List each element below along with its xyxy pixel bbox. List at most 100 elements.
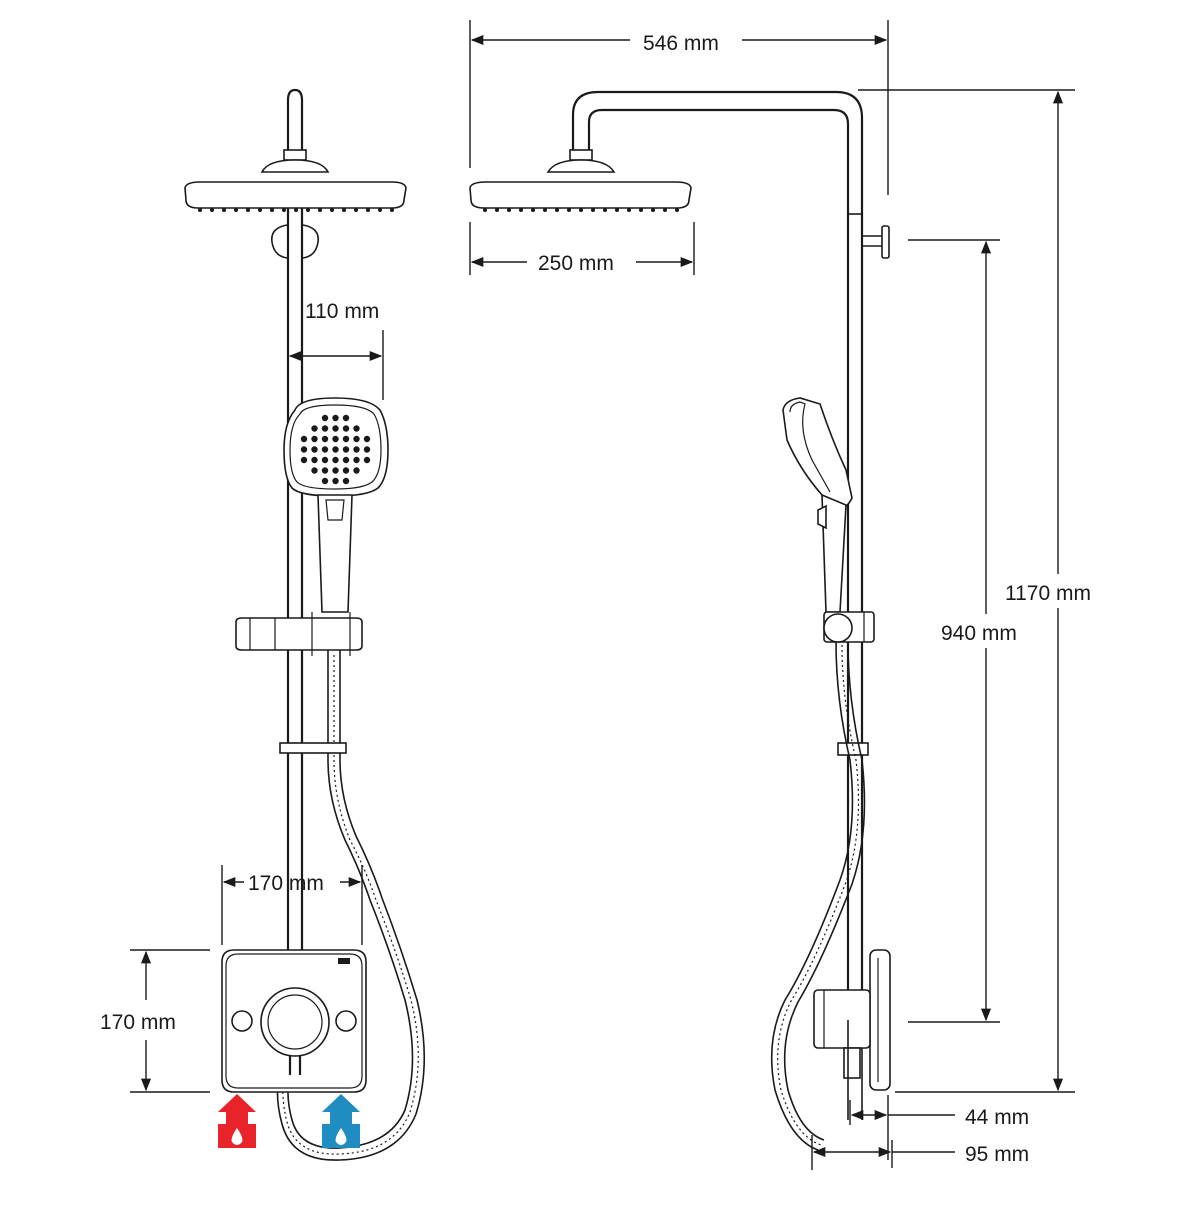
handset-nozzle bbox=[311, 456, 318, 464]
head-nozzle bbox=[495, 208, 499, 212]
handset-nozzle bbox=[342, 425, 350, 432]
head-nozzle bbox=[531, 208, 535, 212]
head-nozzle bbox=[483, 208, 487, 212]
handset-nozzle bbox=[311, 425, 318, 432]
head-nozzle bbox=[294, 208, 298, 212]
side-handset bbox=[782, 397, 853, 613]
handset-nozzle bbox=[300, 435, 308, 443]
head-nozzle bbox=[318, 208, 322, 212]
head-nozzle bbox=[342, 208, 346, 212]
head-nozzle bbox=[390, 208, 394, 212]
head-nozzle bbox=[591, 208, 595, 212]
handset-nozzle bbox=[321, 425, 329, 432]
mixer-width-label: 170 mm bbox=[248, 872, 324, 895]
head-diameter-label: 250 mm bbox=[538, 252, 614, 275]
handset-nozzle bbox=[353, 435, 360, 443]
side-slider-holder bbox=[823, 611, 875, 643]
front-view: 110 mm 170 mm 170 mm bbox=[100, 88, 426, 1161]
head-nozzle bbox=[222, 208, 226, 212]
rail-projection-label: 44 mm bbox=[965, 1106, 1029, 1129]
handset-nozzle bbox=[300, 446, 308, 453]
mixer-projection-dimension: 95 mm bbox=[811, 1135, 1029, 1170]
handset-nozzle bbox=[342, 435, 350, 443]
hot-inlet-icon bbox=[218, 1094, 256, 1148]
handset-nozzle bbox=[311, 446, 318, 453]
handset-nozzle bbox=[363, 446, 371, 453]
handset-nozzle bbox=[311, 467, 318, 474]
handset-nozzle bbox=[321, 456, 329, 464]
head-nozzle bbox=[651, 208, 655, 212]
handset-nozzle bbox=[342, 414, 350, 422]
rail-height-dimension: 940 mm bbox=[908, 239, 1030, 1023]
side-overhead-shower-head bbox=[469, 149, 692, 212]
handset-nozzle bbox=[342, 477, 350, 485]
outreach-dimension: 546 mm bbox=[469, 20, 889, 195]
overall-height-label: 1170 mm bbox=[1005, 582, 1091, 605]
head-nozzle bbox=[627, 208, 631, 212]
head-nozzle bbox=[198, 208, 202, 212]
handset-nozzle bbox=[353, 467, 360, 474]
handset-offset-label: 110 mm bbox=[305, 300, 379, 323]
head-diameter-dimension: 250 mm bbox=[469, 222, 695, 275]
handset-nozzle bbox=[300, 456, 308, 464]
front-overhead-shower-head bbox=[184, 159, 407, 212]
head-nozzle bbox=[270, 208, 274, 212]
head-nozzle bbox=[306, 208, 310, 212]
side-wall-bracket bbox=[862, 225, 890, 259]
mixer-width-dimension: 170 mm bbox=[221, 865, 363, 945]
head-nozzle bbox=[555, 208, 559, 212]
head-nozzle bbox=[675, 208, 679, 212]
handset-nozzle bbox=[363, 435, 371, 443]
handset-nozzle bbox=[321, 435, 329, 443]
handset-nozzle bbox=[353, 456, 360, 464]
side-hose bbox=[770, 641, 866, 1151]
overall-height-dimension: 1170 mm bbox=[858, 89, 1102, 1093]
head-nozzle bbox=[639, 208, 643, 212]
rail-height-label: 940 mm bbox=[941, 622, 1017, 645]
side-view: 546 mm 250 mm 1170 mm 940 mm bbox=[469, 20, 1102, 1170]
front-wall-bracket bbox=[270, 224, 320, 259]
handset-nozzle bbox=[321, 414, 329, 422]
handset-nozzle bbox=[321, 446, 329, 453]
head-nozzle bbox=[603, 208, 607, 212]
outreach-label: 546 mm bbox=[643, 32, 719, 55]
side-mixer-valve bbox=[813, 949, 891, 1120]
handset-nozzle bbox=[342, 456, 350, 464]
head-nozzle bbox=[579, 208, 583, 212]
handset-nozzle bbox=[342, 467, 350, 474]
head-nozzle bbox=[282, 208, 286, 212]
handset-nozzle bbox=[332, 435, 339, 443]
handset-nozzle bbox=[332, 414, 339, 422]
head-nozzle bbox=[378, 208, 382, 212]
front-hose bbox=[276, 650, 426, 1161]
head-nozzle bbox=[366, 208, 370, 212]
head-nozzle bbox=[246, 208, 250, 212]
front-handset bbox=[283, 397, 389, 613]
handset-nozzle bbox=[353, 446, 360, 453]
handset-nozzle bbox=[321, 477, 329, 485]
cold-inlet-icon bbox=[322, 1094, 360, 1148]
side-riser-arm bbox=[571, 90, 864, 1020]
head-nozzle bbox=[210, 208, 214, 212]
head-nozzle bbox=[663, 208, 667, 212]
front-slider-holder bbox=[235, 612, 363, 656]
head-nozzle bbox=[567, 208, 571, 212]
head-nozzle bbox=[507, 208, 511, 212]
handset-nozzle bbox=[332, 456, 339, 464]
handset-nozzle bbox=[332, 477, 339, 485]
head-nozzle bbox=[330, 208, 334, 212]
head-nozzle bbox=[234, 208, 238, 212]
mixer-projection-label: 95 mm bbox=[965, 1143, 1029, 1166]
handset-nozzle bbox=[342, 446, 350, 453]
handset-nozzle bbox=[332, 425, 339, 432]
handset-nozzle bbox=[321, 467, 329, 474]
handset-nozzle bbox=[353, 425, 360, 432]
mixer-height-label: 170 mm bbox=[100, 1011, 176, 1034]
handset-nozzle bbox=[332, 467, 339, 474]
mixer-height-dimension: 170 mm bbox=[100, 949, 210, 1093]
head-nozzle bbox=[519, 208, 523, 212]
head-nozzle bbox=[354, 208, 358, 212]
rail-projection-dimension: 44 mm bbox=[849, 1095, 1029, 1160]
front-mixer-valve bbox=[221, 949, 367, 1093]
